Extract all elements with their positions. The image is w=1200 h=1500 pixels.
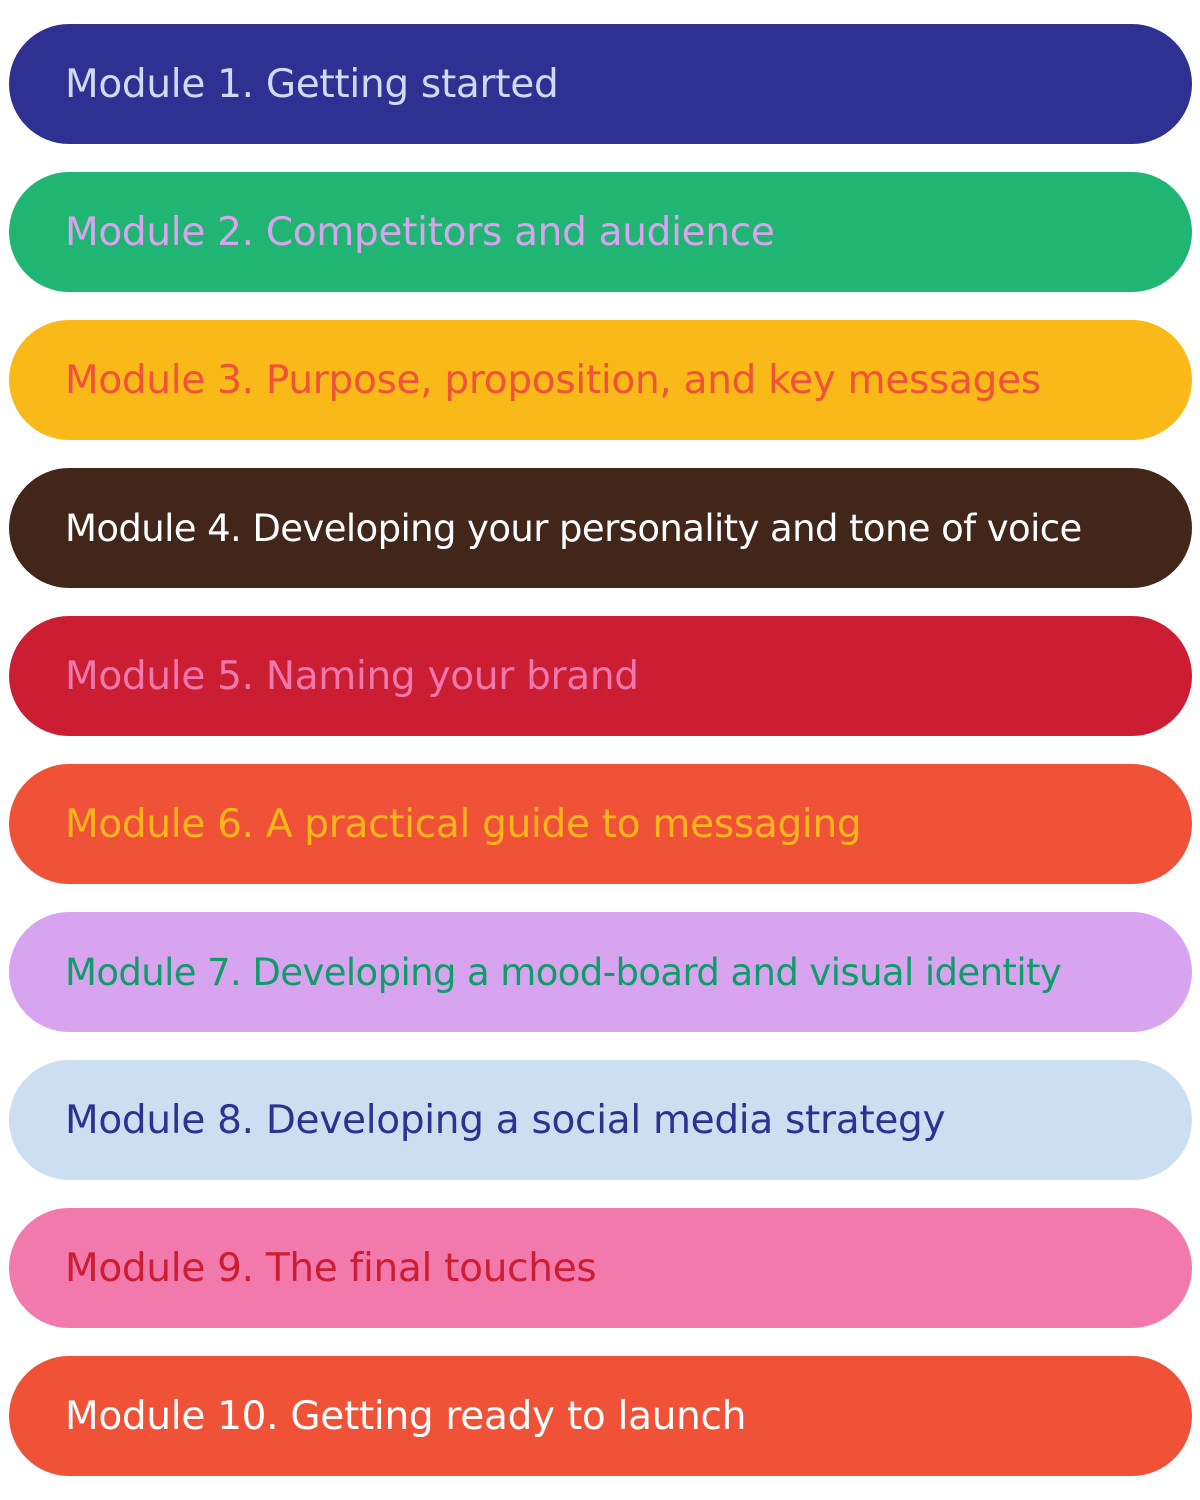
- module-8-label: Module 8. Developing a social media stra…: [65, 1097, 946, 1143]
- module-6-item[interactable]: Module 6. A practical guide to messaging: [9, 764, 1192, 884]
- module-10-label: Module 10. Getting ready to launch: [65, 1393, 747, 1439]
- module-1-label: Module 1. Getting started: [65, 61, 559, 107]
- module-3-label: Module 3. Purpose, proposition, and key …: [65, 357, 1041, 403]
- module-4-item[interactable]: Module 4. Developing your personality an…: [9, 468, 1192, 588]
- module-2-label: Module 2. Competitors and audience: [65, 209, 775, 255]
- module-8-item[interactable]: Module 8. Developing a social media stra…: [9, 1060, 1192, 1180]
- module-5-label: Module 5. Naming your brand: [65, 653, 639, 699]
- module-3-item[interactable]: Module 3. Purpose, proposition, and key …: [9, 320, 1192, 440]
- module-4-label: Module 4. Developing your personality an…: [65, 506, 1082, 550]
- module-2-item[interactable]: Module 2. Competitors and audience: [9, 172, 1192, 292]
- module-list: Module 1. Getting started Module 2. Comp…: [9, 24, 1192, 1476]
- module-9-label: Module 9. The final touches: [65, 1245, 597, 1291]
- module-7-item[interactable]: Module 7. Developing a mood-board and vi…: [9, 912, 1192, 1032]
- module-6-label: Module 6. A practical guide to messaging: [65, 801, 862, 847]
- module-9-item[interactable]: Module 9. The final touches: [9, 1208, 1192, 1328]
- module-1-item[interactable]: Module 1. Getting started: [9, 24, 1192, 144]
- module-10-item[interactable]: Module 10. Getting ready to launch: [9, 1356, 1192, 1476]
- module-7-label: Module 7. Developing a mood-board and vi…: [65, 950, 1062, 994]
- module-5-item[interactable]: Module 5. Naming your brand: [9, 616, 1192, 736]
